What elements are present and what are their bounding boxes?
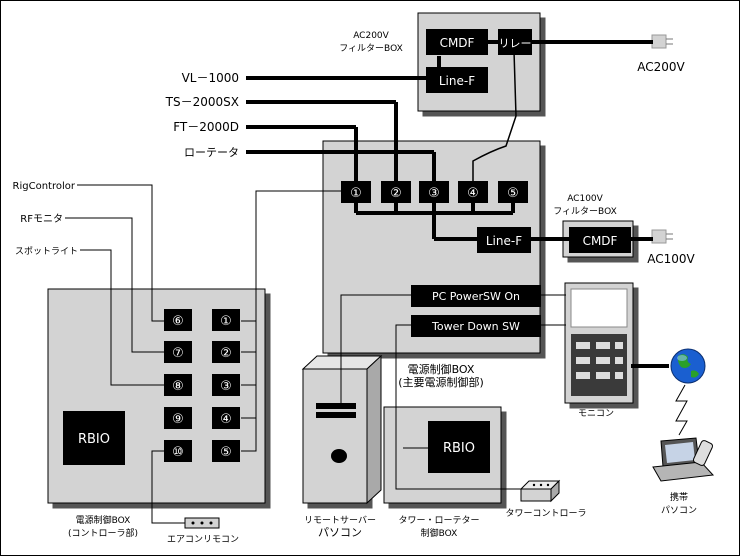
input-rf-monitor: RFモニタ — [20, 213, 63, 225]
ac200-plug-label: AC200V — [637, 60, 685, 74]
main-box-title-2: (主要電源制御部) — [398, 375, 484, 389]
ac100-box-title-1: AC100V — [567, 194, 603, 204]
ctrl-terminal-7: ⑦ — [172, 346, 184, 361]
ctrl-terminal-1: ① — [220, 314, 232, 329]
input-rigcontrolor: RigControlor — [13, 181, 76, 192]
ac100-plug-label: AC100V — [647, 252, 695, 266]
input-spotlight: スポットライト — [15, 246, 78, 257]
ctrl-terminal-4: ④ — [220, 412, 232, 427]
tower-controller-icon — [519, 479, 561, 503]
ac200-box-title-2: フィルターBOX — [339, 43, 403, 54]
aircon-remote-label: エアコンリモコン — [167, 535, 239, 545]
tower-down-label: Tower Down SW — [431, 320, 520, 333]
relay-wire — [472, 50, 517, 181]
ctrl-terminal-8: ⑧ — [172, 379, 184, 394]
ctrl-terminal-10: ⑩ — [172, 445, 184, 460]
ac200-filter-box — [417, 12, 541, 112]
wireless-link — [675, 384, 688, 436]
ctrl-terminal-5: ⑤ — [220, 445, 232, 460]
input-vl1000: VL－1000 — [182, 71, 239, 85]
main-terminal-4: ④ — [467, 186, 479, 201]
server-title-2: パソコン — [318, 526, 362, 539]
laptop-icon — [652, 437, 715, 482]
ac200-plug-icon — [651, 34, 673, 49]
main-box-title-1: 電源制御BOX — [408, 362, 475, 376]
input-ft2000d: FT－2000D — [173, 120, 239, 134]
monitor-device — [564, 282, 634, 404]
ac200-cmdf-label: CMDF — [440, 36, 475, 50]
ac200-linef-label: Line-F — [439, 74, 475, 88]
aircon-remote-icon — [184, 517, 220, 529]
controller-box-title-1: 電源制御BOX — [76, 514, 131, 526]
main-terminals — [341, 181, 528, 203]
ac100-box-title-2: フィルターBOX — [553, 206, 617, 217]
main-terminal-2: ② — [390, 186, 402, 201]
input-ts2000sx: TS－2000SX — [165, 95, 239, 109]
input-rotator: ローテータ — [184, 146, 239, 159]
mobile-title-1: 携帯 — [670, 491, 688, 503]
globe-icon — [670, 348, 706, 384]
ctrl-terminal-2: ② — [220, 346, 232, 361]
monitor-label: モニコン — [578, 409, 614, 419]
main-terminal-1: ① — [350, 186, 362, 201]
controller-box-title-2: (コントローラ部) — [68, 527, 138, 539]
ctrl-terminal-6: ⑥ — [172, 314, 184, 329]
main-terminal-3: ③ — [428, 186, 440, 201]
thick-cables — [246, 40, 669, 368]
server-title-1: リモートサーバー — [304, 515, 376, 526]
pc-power-label: PC PowerSW On — [432, 290, 520, 303]
server-tower — [301, 354, 383, 505]
ac100-cmdf-label: CMDF — [583, 234, 618, 248]
ctrl-terminal-9: ⑨ — [172, 412, 184, 427]
tower-box-title-2: 制御BOX — [421, 527, 458, 539]
ac200-box-title-1: AC200V — [353, 31, 389, 41]
main-linef-label: Line-F — [486, 234, 522, 248]
tower-box-title-1: タワー・ローテター — [398, 515, 479, 526]
tower-rbio-label: RBIO — [443, 441, 475, 456]
mobile-title-2: パソコン — [661, 505, 697, 516]
controller-rbio-label: RBIO — [78, 432, 110, 447]
main-terminal-5: ⑤ — [507, 186, 519, 201]
ctrl-terminal-3: ③ — [220, 379, 232, 394]
ac100-plug-icon — [651, 229, 673, 244]
controller-terminals — [164, 309, 240, 462]
ac200-relay-label: リレー — [499, 37, 532, 50]
tower-controller-label: タワーコントローラ — [505, 508, 586, 519]
